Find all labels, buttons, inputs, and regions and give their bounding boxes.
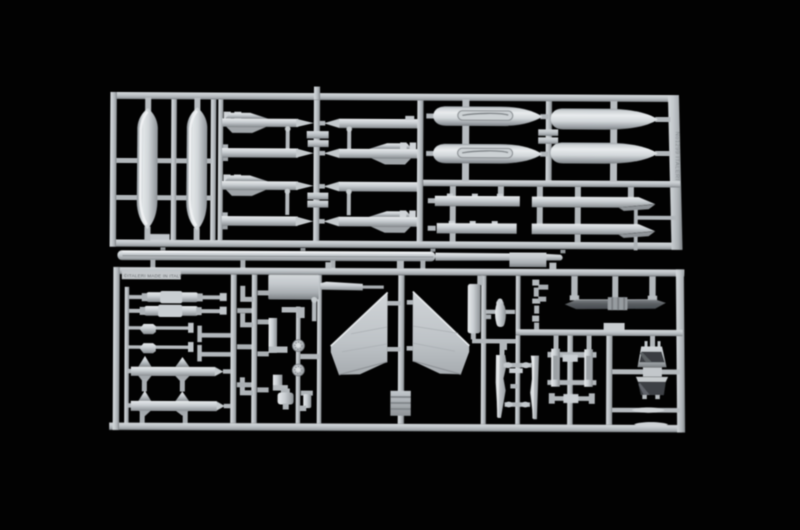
svg-text:©ITALERI MADE IN ITALY: ©ITALERI MADE IN ITALY xyxy=(124,272,183,278)
svg-text:No1299 ITALERI: No1299 ITALERI xyxy=(673,132,679,181)
